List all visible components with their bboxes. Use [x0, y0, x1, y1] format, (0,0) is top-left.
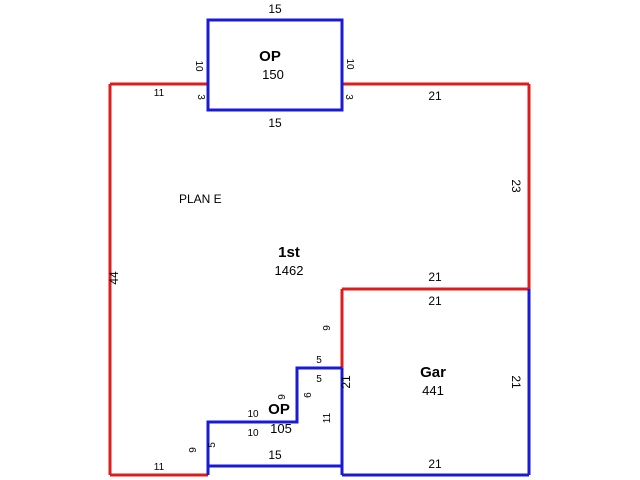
garage-area: 441	[422, 383, 444, 398]
dim-op-top-right: 10	[344, 58, 355, 70]
dim-gar-right: 21	[509, 375, 523, 389]
dim-op-top-left: 10	[193, 60, 204, 72]
garage-outline	[340, 289, 531, 477]
dim-first-top-left: 11	[154, 88, 165, 99]
op-top-area: 150	[262, 67, 284, 82]
op-bottom-stepped-edge	[206, 366, 342, 475]
dim-first-top-right: 21	[428, 89, 442, 103]
dim-first-right: 23	[509, 179, 523, 193]
living-area-outline	[108, 82, 531, 477]
dim-op-bot-left: 9	[188, 447, 199, 453]
dim-op-bot-left-small: 5	[207, 442, 218, 448]
dim-step-lower: 11	[322, 412, 333, 423]
dim-gar-left: 21	[339, 375, 353, 389]
plan-note: PLAN E	[179, 192, 222, 206]
dim-step-top: 5	[316, 355, 322, 366]
dim-op-top-right-small: 3	[343, 94, 354, 100]
first-floor-area: 1462	[275, 263, 304, 278]
dim-step-vert-right: 9	[301, 392, 312, 398]
op-bottom-name: OP	[268, 401, 290, 418]
dim-first-bottom-left: 11	[154, 462, 165, 473]
dim-op-bot-top-inner: 10	[247, 428, 259, 439]
garage-name: Gar	[420, 364, 446, 381]
dim-gar-top-outer: 21	[428, 270, 442, 284]
op-top-name: OP	[259, 48, 281, 65]
dim-op-bot-bottom: 15	[268, 448, 282, 462]
dim-op-top-bottom: 15	[268, 116, 282, 130]
dim-op-top-top: 15	[268, 2, 282, 16]
op-bottom-outline	[206, 366, 342, 475]
dim-op-bot-top-outer: 10	[247, 409, 259, 420]
dim-gar-top-inner: 21	[428, 294, 442, 308]
dim-first-left: 44	[107, 271, 121, 285]
op-bottom-area: 105	[270, 421, 292, 436]
dim-gar-bottom: 21	[428, 457, 442, 471]
dim-first-notch-right: 9	[322, 325, 333, 331]
first-floor-name: 1st	[278, 244, 300, 261]
dim-op-top-left-small: 3	[195, 94, 206, 100]
op-top-outline	[206, 18, 344, 112]
dim-step-inner: 5	[316, 374, 322, 385]
dim-step-vert-left: 9	[277, 394, 288, 400]
